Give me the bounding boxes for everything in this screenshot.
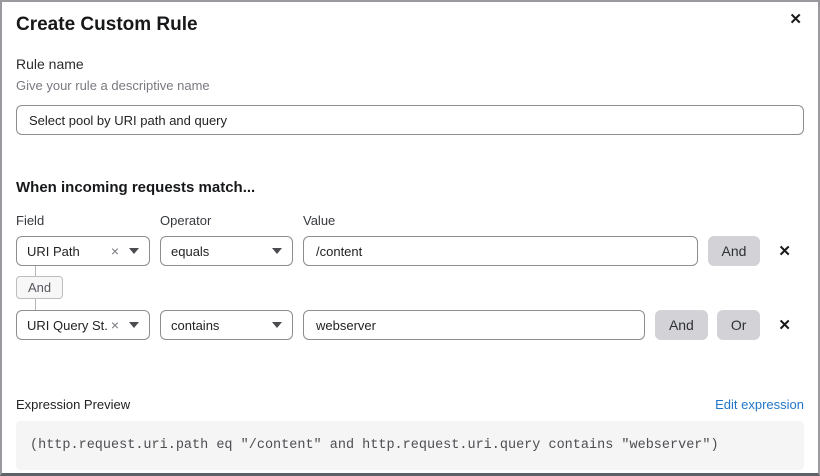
operator-select-value: equals <box>171 243 210 259</box>
value-input[interactable] <box>303 236 698 266</box>
or-button[interactable]: Or <box>716 310 761 340</box>
row-connector: And <box>16 266 804 310</box>
connector-line <box>35 299 36 310</box>
and-button[interactable]: And <box>654 310 708 340</box>
expression-preview-label: Expression Preview <box>16 397 131 412</box>
rule-name-label: Rule name <box>16 56 84 72</box>
operator-select-value: contains <box>171 317 220 333</box>
value-column-label: Value <box>303 213 336 228</box>
field-column-label: Field <box>16 213 45 228</box>
condition-row: URI Path × equals And ✕ <box>16 236 804 266</box>
connector-line <box>35 266 36 276</box>
delete-row-icon[interactable]: ✕ <box>778 316 791 334</box>
expression-preview-code: (http.request.uri.path eq "/content" and… <box>16 421 804 470</box>
rule-name-helper-text: Give your rule a descriptive name <box>16 78 210 93</box>
condition-row: URI Query St... × contains And Or ✕ <box>16 310 804 340</box>
value-input[interactable] <box>303 310 645 340</box>
match-section-heading: When incoming requests match... <box>16 179 256 196</box>
field-select-value: URI Path <box>27 243 80 259</box>
and-button[interactable]: And <box>707 236 761 266</box>
field-select-value: URI Query St... <box>27 317 107 333</box>
edit-expression-link[interactable]: Edit expression <box>715 397 804 412</box>
delete-row-icon[interactable]: ✕ <box>778 242 791 260</box>
close-icon[interactable]: ✕ <box>789 11 802 28</box>
clear-icon[interactable]: × <box>110 243 119 259</box>
field-select[interactable]: URI Path × <box>16 236 150 266</box>
clear-icon[interactable]: × <box>110 317 119 333</box>
chevron-down-icon <box>272 322 282 328</box>
operator-column-label: Operator <box>160 213 212 228</box>
dialog-title: Create Custom Rule <box>16 14 198 35</box>
connector-and-badge: And <box>16 276 64 299</box>
chevron-down-icon <box>272 248 282 254</box>
chevron-down-icon <box>129 248 139 254</box>
chevron-down-icon <box>129 322 139 328</box>
field-select[interactable]: URI Query St... × <box>16 310 150 340</box>
rule-name-input[interactable] <box>16 105 804 135</box>
operator-select[interactable]: equals <box>160 236 293 266</box>
condition-column-headers: Field Operator Value <box>16 213 804 228</box>
operator-select[interactable]: contains <box>160 310 293 340</box>
